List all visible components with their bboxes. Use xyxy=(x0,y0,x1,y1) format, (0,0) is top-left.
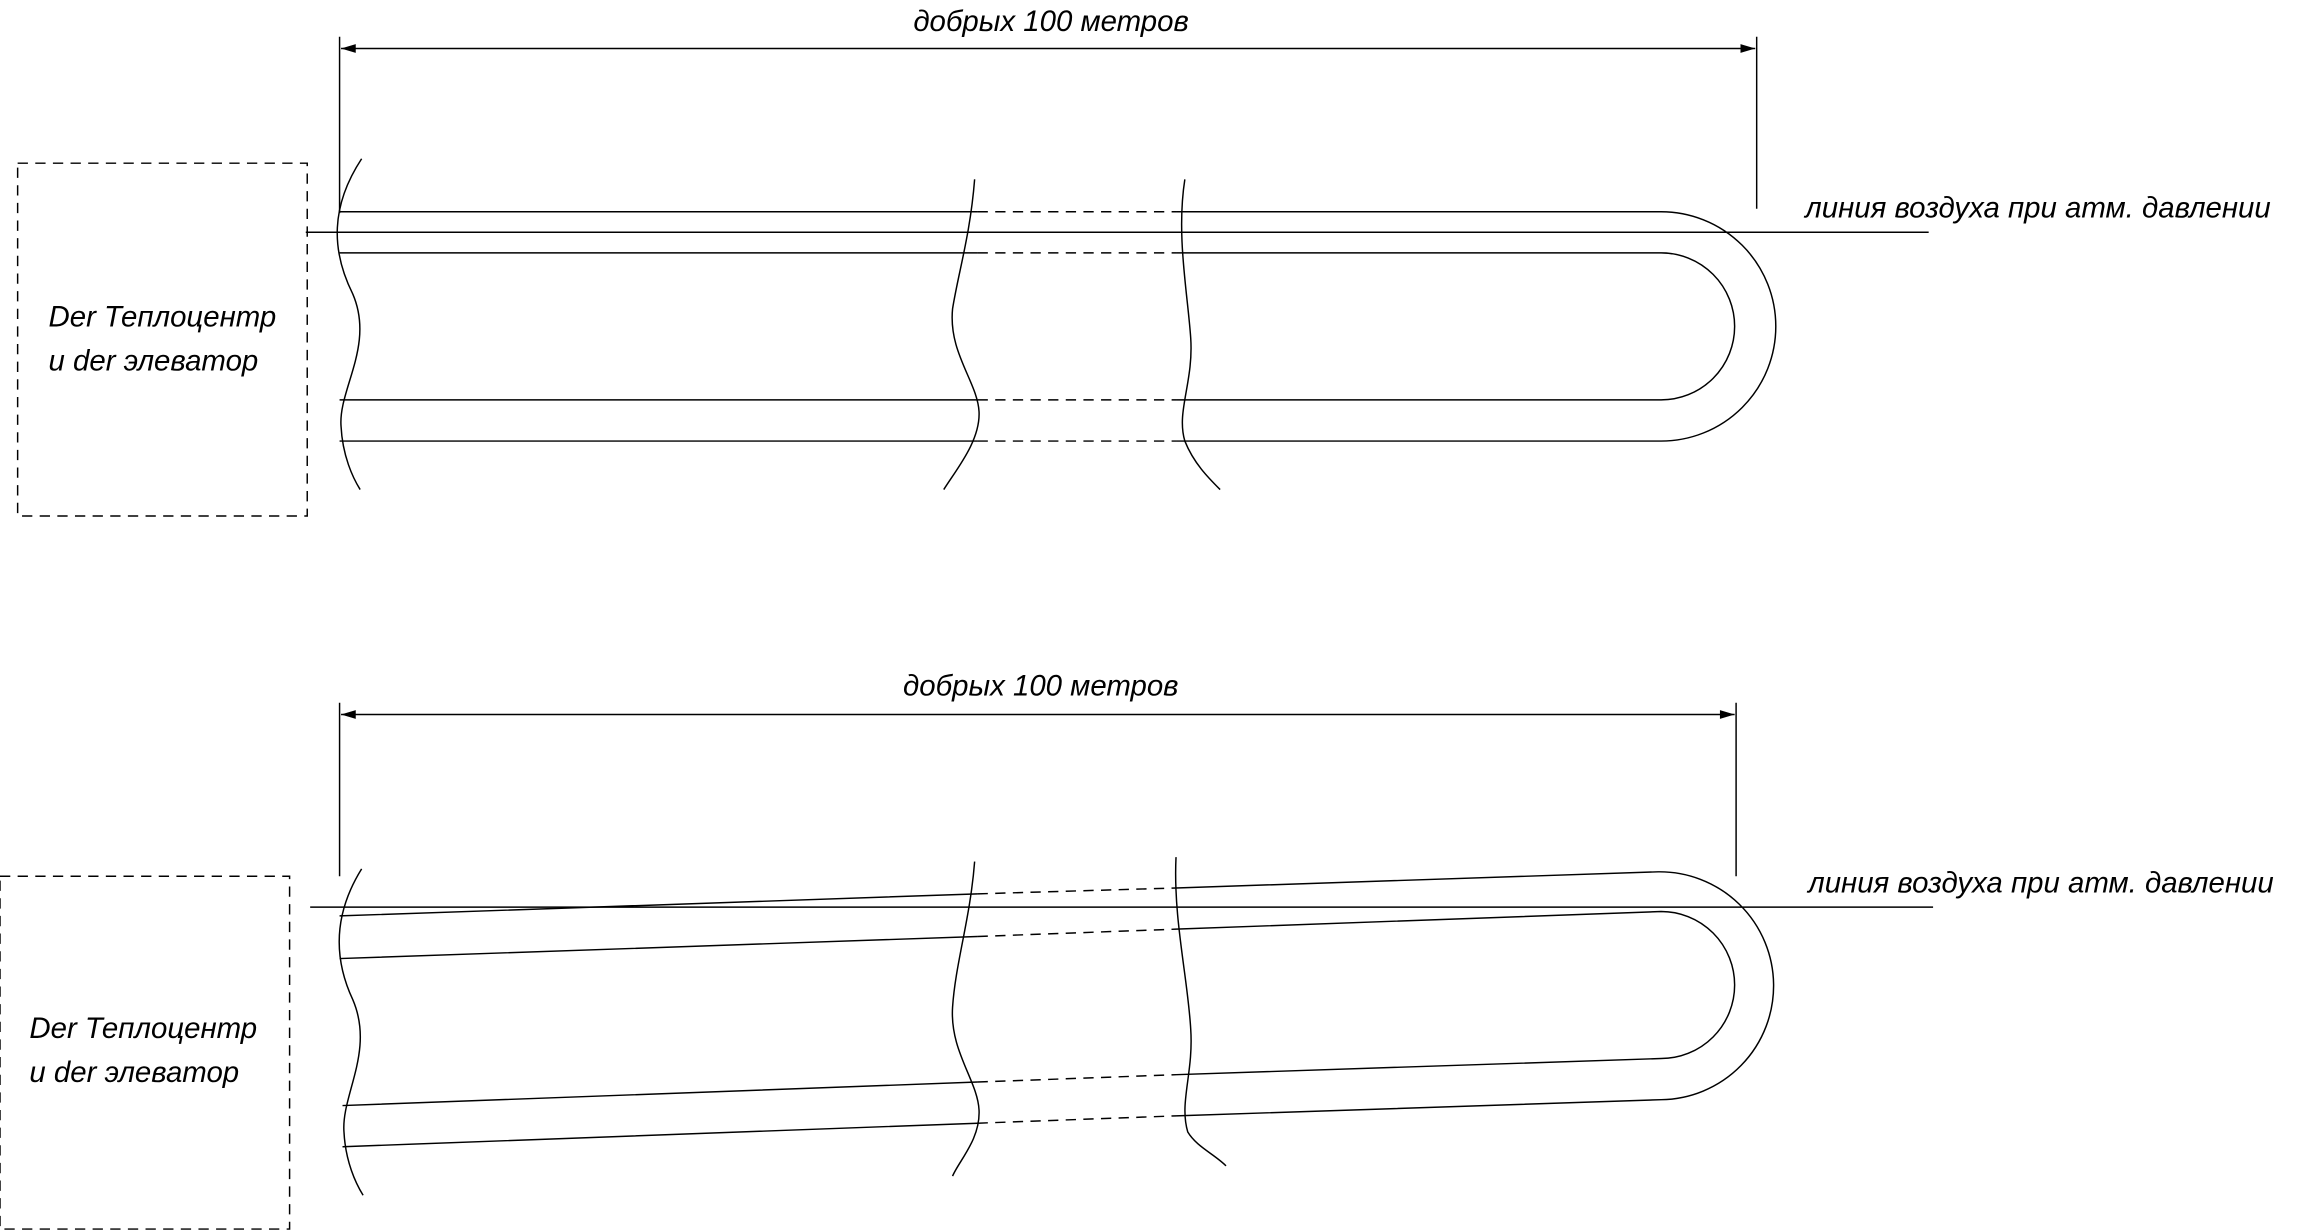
box-label-line1: Der Теплоцентр xyxy=(29,1012,257,1045)
heat-center-box xyxy=(0,875,291,1230)
air-line-label: линия воздуха при атм. давлении xyxy=(1806,866,2274,899)
break-line-left xyxy=(338,868,364,1196)
diagram-horizontal: добрых 100 метров Der Теплоцентр и der э… xyxy=(16,5,2271,517)
air-line-label: линия воздуха при атм. давлении xyxy=(1803,192,2271,225)
box-label-line2: и der элеватор xyxy=(29,1056,239,1089)
box-label-line2: и der элеватор xyxy=(49,344,259,377)
break-line-mid1 xyxy=(943,179,980,490)
pipe-loop xyxy=(339,210,1777,442)
heat-center-box xyxy=(16,162,308,517)
break-line-mid2 xyxy=(1180,179,1221,491)
dimension-label: добрых 100 метров xyxy=(903,669,1179,702)
dimension-label: добрых 100 метров xyxy=(913,5,1189,38)
pipe-loop xyxy=(339,871,1775,1148)
break-line-mid1 xyxy=(951,861,980,1177)
break-line-left xyxy=(336,158,363,490)
diagram-sloped: добрых 100 метров Der Теплоцентр и der э… xyxy=(0,669,2274,1230)
break-line-mid2 xyxy=(1174,857,1227,1167)
box-label-line1: Der Теплоцентр xyxy=(49,300,277,333)
